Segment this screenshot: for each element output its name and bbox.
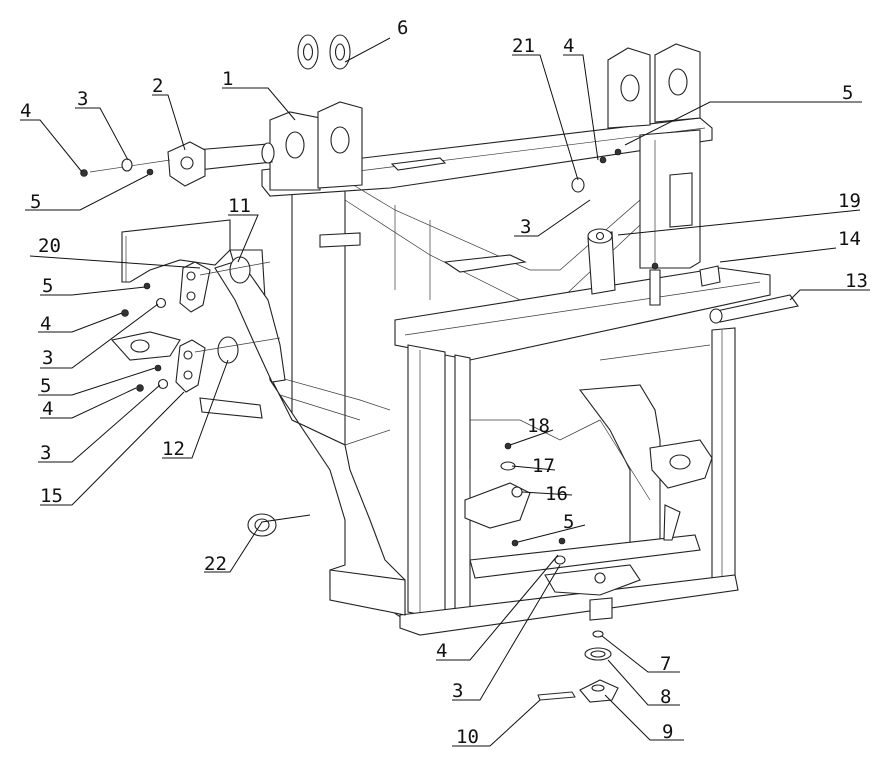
link-arms — [110, 256, 286, 393]
callout-4: 4 — [20, 100, 31, 122]
callout-3: 3 — [77, 88, 88, 110]
callout-7: 7 — [660, 653, 671, 675]
callout-22: 22 — [204, 553, 227, 575]
callout-5: 5 — [842, 82, 853, 104]
callout-13: 13 — [845, 270, 868, 292]
callout-21: 21 — [512, 35, 535, 57]
top-lugs — [269, 43, 701, 191]
callout-1: 1 — [222, 68, 233, 90]
callout-18: 18 — [527, 415, 550, 437]
callout-20: 20 — [38, 235, 61, 257]
main-frame — [121, 117, 771, 636]
callout-4: 4 — [436, 640, 447, 662]
callout-17: 17 — [532, 455, 555, 477]
callout-3: 3 — [520, 216, 531, 238]
center-link-16 — [464, 442, 566, 565]
callout-16: 16 — [545, 483, 568, 505]
right-clamp — [649, 439, 713, 541]
callout-6: 6 — [397, 17, 408, 39]
callout-3: 3 — [452, 680, 463, 702]
bottom-hardware — [537, 564, 641, 703]
callout-4: 4 — [40, 313, 51, 335]
callout-5: 5 — [30, 191, 41, 213]
washers-6 — [297, 34, 351, 70]
callout-14: 14 — [838, 228, 861, 250]
callout-8: 8 — [660, 686, 671, 708]
callout-9: 9 — [662, 721, 673, 743]
leader-lines — [20, 37, 870, 747]
callout-11: 11 — [228, 195, 251, 217]
callout-4: 4 — [42, 398, 53, 420]
callout-5: 5 — [563, 511, 574, 533]
callout-3: 3 — [42, 347, 53, 369]
callout-5: 5 — [42, 275, 53, 297]
callout-12: 12 — [162, 438, 185, 460]
plug-22 — [247, 513, 277, 537]
callout-labels: 1 2 3 4 5 6 21 4 5 19 3 14 13 11 20 5 4 … — [20, 17, 868, 748]
callout-10: 10 — [456, 726, 479, 748]
callout-5: 5 — [40, 375, 51, 397]
callout-19: 19 — [838, 190, 861, 212]
callout-2: 2 — [152, 75, 163, 97]
callout-4: 4 — [563, 35, 574, 57]
callout-15: 15 — [40, 485, 63, 507]
pin-2 — [80, 141, 275, 187]
right-top-hardware — [571, 148, 799, 324]
callout-3: 3 — [40, 442, 51, 464]
